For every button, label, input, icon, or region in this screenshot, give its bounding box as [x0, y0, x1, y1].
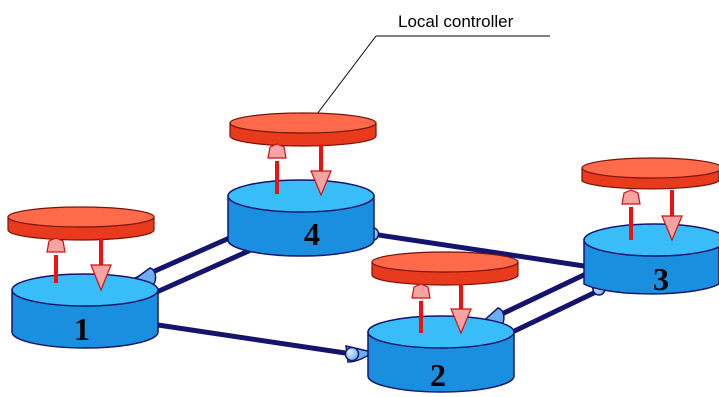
node-cylinder-top [227, 179, 375, 213]
node-cylinder-side [227, 195, 375, 257]
link-line [137, 319, 353, 357]
link-line [148, 242, 264, 298]
up-arrow-head [46, 237, 66, 253]
signal-arrows-2 [411, 283, 472, 335]
link-endpoint-cap [344, 346, 360, 362]
link-line [371, 231, 585, 269]
node-cylinder-top [367, 315, 515, 349]
signal-arrows-3 [621, 189, 683, 242]
callout-label: Local controller [398, 12, 514, 31]
node-number: 4 [304, 216, 320, 252]
up-arrow-head [621, 189, 641, 205]
controller-2 [371, 251, 519, 286]
node-cylinder-top [583, 223, 719, 257]
link-line [498, 287, 602, 341]
callout-leader-line [313, 35, 377, 119]
signal-arrows-1 [46, 237, 112, 292]
down-arrow-head [661, 215, 683, 242]
down-arrow-head [450, 308, 472, 335]
node-4: 4 [227, 179, 375, 257]
controller-3 [581, 157, 719, 190]
node-number: 2 [430, 357, 446, 393]
node-number: 3 [653, 261, 669, 297]
node-cylinder-top [11, 273, 159, 307]
controller-1 [7, 206, 155, 241]
controller-disk-top [229, 112, 377, 134]
up-arrow-head [411, 283, 431, 299]
node-1: 1 [11, 273, 159, 349]
local-controller-callout: Local controller [310, 12, 550, 123]
controller-disk-top [581, 157, 719, 179]
signal-arrows-4 [267, 143, 332, 197]
controller-4 [229, 112, 377, 147]
link-1-2 [137, 319, 374, 363]
node-cylinder-side [367, 331, 515, 393]
node-3: 3 [583, 223, 719, 297]
down-arrow-head [90, 264, 112, 292]
controller-disk-top [7, 206, 155, 228]
up-arrow-head [267, 143, 287, 159]
node-number: 1 [74, 311, 90, 347]
node-2: 2 [367, 315, 515, 393]
controller-disk-top [371, 251, 519, 273]
down-arrow-head [310, 170, 332, 197]
